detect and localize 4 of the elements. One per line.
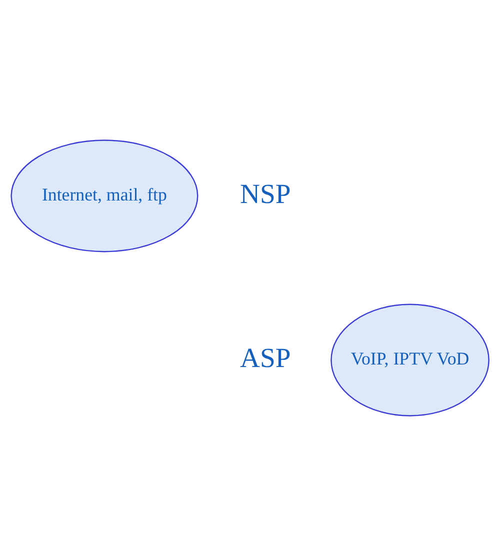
node-ellipse: VoIP, IPTV VoD xyxy=(330,304,490,416)
node-label: NSP xyxy=(240,178,291,209)
node-ellipse: Internet, mail, ftp xyxy=(10,140,198,252)
node-label: ASP xyxy=(240,342,291,374)
